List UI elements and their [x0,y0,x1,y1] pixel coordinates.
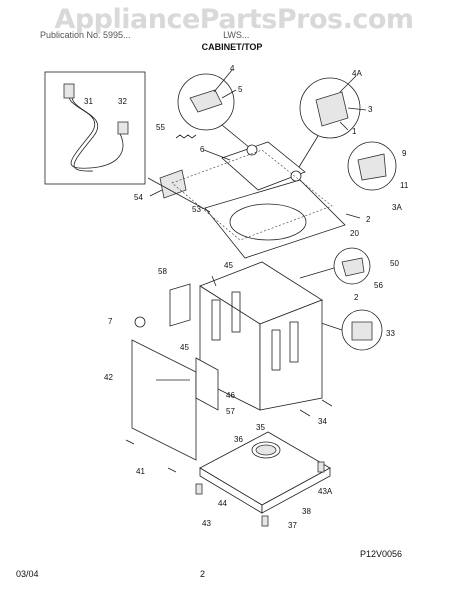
publication-number: Publication No. 5995... [40,30,131,40]
callout-37: 37 [288,521,297,530]
callout-35: 35 [256,423,265,432]
section-title: CABINET/TOP [201,42,263,52]
plug-part [63,83,75,99]
leveling-leg-part [317,461,325,473]
publication-line: Publication No. 5995... LWS... [40,30,249,40]
knob-part [134,316,146,328]
callout-46: 46 [226,391,235,400]
callout-57: 57 [226,407,235,416]
callout-45-top: 45 [224,261,233,270]
callout-50: 50 [390,259,399,268]
callout-38: 38 [302,507,311,516]
callout-4a: 4A [352,69,362,78]
callout-55: 55 [156,123,165,132]
bubble-detail-4a-3-1 [295,77,361,173]
callout-9: 9 [402,149,407,158]
footer-date: 03/04 [16,569,39,579]
screw-part [299,409,311,417]
callout-11: 11 [400,181,409,190]
callout-1: 1 [352,127,357,136]
base-part [199,431,331,514]
callout-6: 6 [200,145,205,154]
page-number: 2 [200,569,206,579]
callout-54: 54 [134,193,143,202]
callout-31: 31 [84,97,93,106]
callout-2-top: 2 [366,215,371,224]
callout-3a: 3A [392,203,402,212]
callout-32: 32 [118,97,127,106]
callout-42: 42 [104,373,113,382]
hinge-part [159,169,187,199]
callout-43: 43 [202,519,211,528]
callout-5: 5 [238,85,243,94]
panel-part [169,283,191,327]
callout-33: 33 [386,329,395,338]
screw-part [321,399,333,407]
front-panel-part [131,339,197,461]
callout-2-mid: 2 [354,293,359,302]
callout-4: 4 [230,64,235,73]
callout-43a: 43A [318,487,333,496]
callout-20: 20 [350,229,359,238]
bubble-detail-4-5 [177,73,251,149]
callout-56: 56 [374,281,383,290]
bubble-detail-9-11 [347,141,397,191]
power-cord-inset [44,71,146,185]
callout-36: 36 [234,435,243,444]
terminal-part [117,121,129,135]
bubble-detail-50-56 [299,247,371,285]
callout-41: 41 [136,467,145,476]
spring-part [175,134,197,139]
leveling-leg-part [261,515,269,527]
watermark-logo: AppliancePartsPros.com [54,4,414,35]
callout-58: 58 [158,267,167,276]
callout-34: 34 [318,417,327,426]
top-panel-part [147,177,346,259]
bubble-detail-2-33 [317,309,383,351]
callout-3: 3 [368,105,373,114]
callout-7: 7 [108,317,113,326]
model-number: LWS... [223,30,250,40]
callout-44: 44 [218,499,227,508]
callout-53: 53 [192,205,201,214]
lid-part [221,141,306,191]
side-panel-part [195,357,219,411]
diagram-code: P12V0056 [360,549,403,559]
leveling-leg-part [195,483,203,495]
callout-45-mid: 45 [180,343,189,352]
